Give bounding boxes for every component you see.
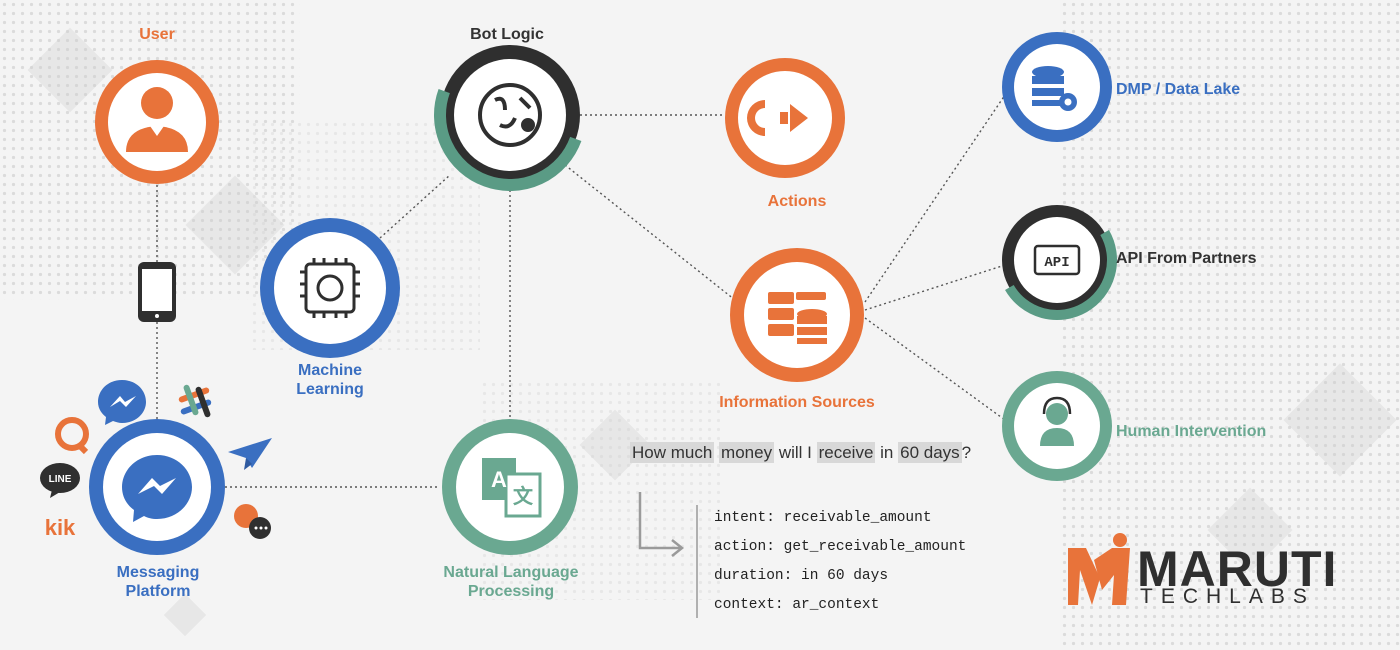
api-node: API xyxy=(1002,205,1117,320)
parse-arrow-icon xyxy=(638,492,685,557)
label-machine-learning: Machine Learning xyxy=(296,362,364,398)
svg-text:A: A xyxy=(491,467,507,492)
query-token: will I xyxy=(778,443,812,462)
parsed-context: context: ar_context xyxy=(714,597,880,613)
allo-icon xyxy=(55,417,89,455)
label-actions: Actions xyxy=(767,193,827,210)
svg-text:API: API xyxy=(1044,255,1069,271)
brain-gear-icon xyxy=(478,83,542,147)
query-token-highlight: receive xyxy=(816,442,876,463)
svg-text:文: 文 xyxy=(513,484,534,508)
telegram-icon xyxy=(228,438,272,470)
chat-bubbles-icon xyxy=(234,504,271,539)
label-api-partners: API From Partners xyxy=(1116,250,1257,267)
label-bot-logic: Bot Logic xyxy=(470,26,544,43)
server-database-icon xyxy=(768,292,827,344)
messaging-platform-node xyxy=(89,419,225,555)
query-token-highlight: 60 days xyxy=(898,442,962,463)
label-user: User xyxy=(139,26,175,43)
maruti-logo-mark xyxy=(1068,533,1130,605)
parsed-intent: intent: receivable_amount xyxy=(714,510,932,526)
messenger-small-icon xyxy=(98,380,146,425)
bot-logic-node xyxy=(434,45,582,191)
label-messaging-platform: Messaging Platform xyxy=(116,564,200,600)
human-intervention-node xyxy=(1002,371,1112,481)
actions-node xyxy=(725,58,845,178)
kik-icon: kik xyxy=(45,515,76,540)
svg-text:LINE: LINE xyxy=(49,474,72,485)
slack-icon xyxy=(178,384,212,418)
translate-icon: A 文 xyxy=(482,458,542,518)
user-node xyxy=(95,60,219,184)
chip-brain-icon xyxy=(300,258,360,318)
dmp-node xyxy=(1002,32,1112,142)
messenger-icon xyxy=(122,455,192,522)
parsed-duration: duration: in 60 days xyxy=(714,568,889,584)
user-icon xyxy=(126,87,188,152)
query-token: ? xyxy=(961,443,972,462)
information-sources-node xyxy=(730,248,864,382)
connector-ml-botlogic xyxy=(379,174,451,239)
database-gear-icon xyxy=(1032,66,1077,111)
label-dmp: DMP / Data Lake xyxy=(1116,81,1241,98)
connector-info-human xyxy=(864,317,1006,421)
nlp-node: A 文 xyxy=(442,419,578,555)
label-nlp: Natural Language Processing xyxy=(443,564,579,600)
support-agent-icon xyxy=(1040,396,1074,446)
machine-learning-node xyxy=(260,218,400,358)
label-information-sources: Information Sources xyxy=(719,394,875,411)
logo-name: MARUTI xyxy=(1137,541,1338,597)
connector-info-dmp xyxy=(864,94,1006,303)
logo-subtitle: TECHLABS xyxy=(1140,585,1315,608)
connectors xyxy=(156,94,1006,488)
query-token-highlight: How much xyxy=(630,442,715,463)
label-human-intervention: Human Intervention xyxy=(1116,423,1267,440)
line-icon: LINE xyxy=(40,463,80,498)
connector-botlogic-infosources xyxy=(564,164,736,301)
example-query: How much money will I receive in 60 days… xyxy=(630,442,972,463)
action-arrow-icon xyxy=(747,100,808,136)
parsed-action: action: get_receivable_amount xyxy=(714,539,967,555)
query-token-highlight: money xyxy=(719,442,775,463)
phone-icon xyxy=(138,262,176,322)
api-icon: API xyxy=(1033,244,1081,276)
query-token: in xyxy=(880,443,894,462)
